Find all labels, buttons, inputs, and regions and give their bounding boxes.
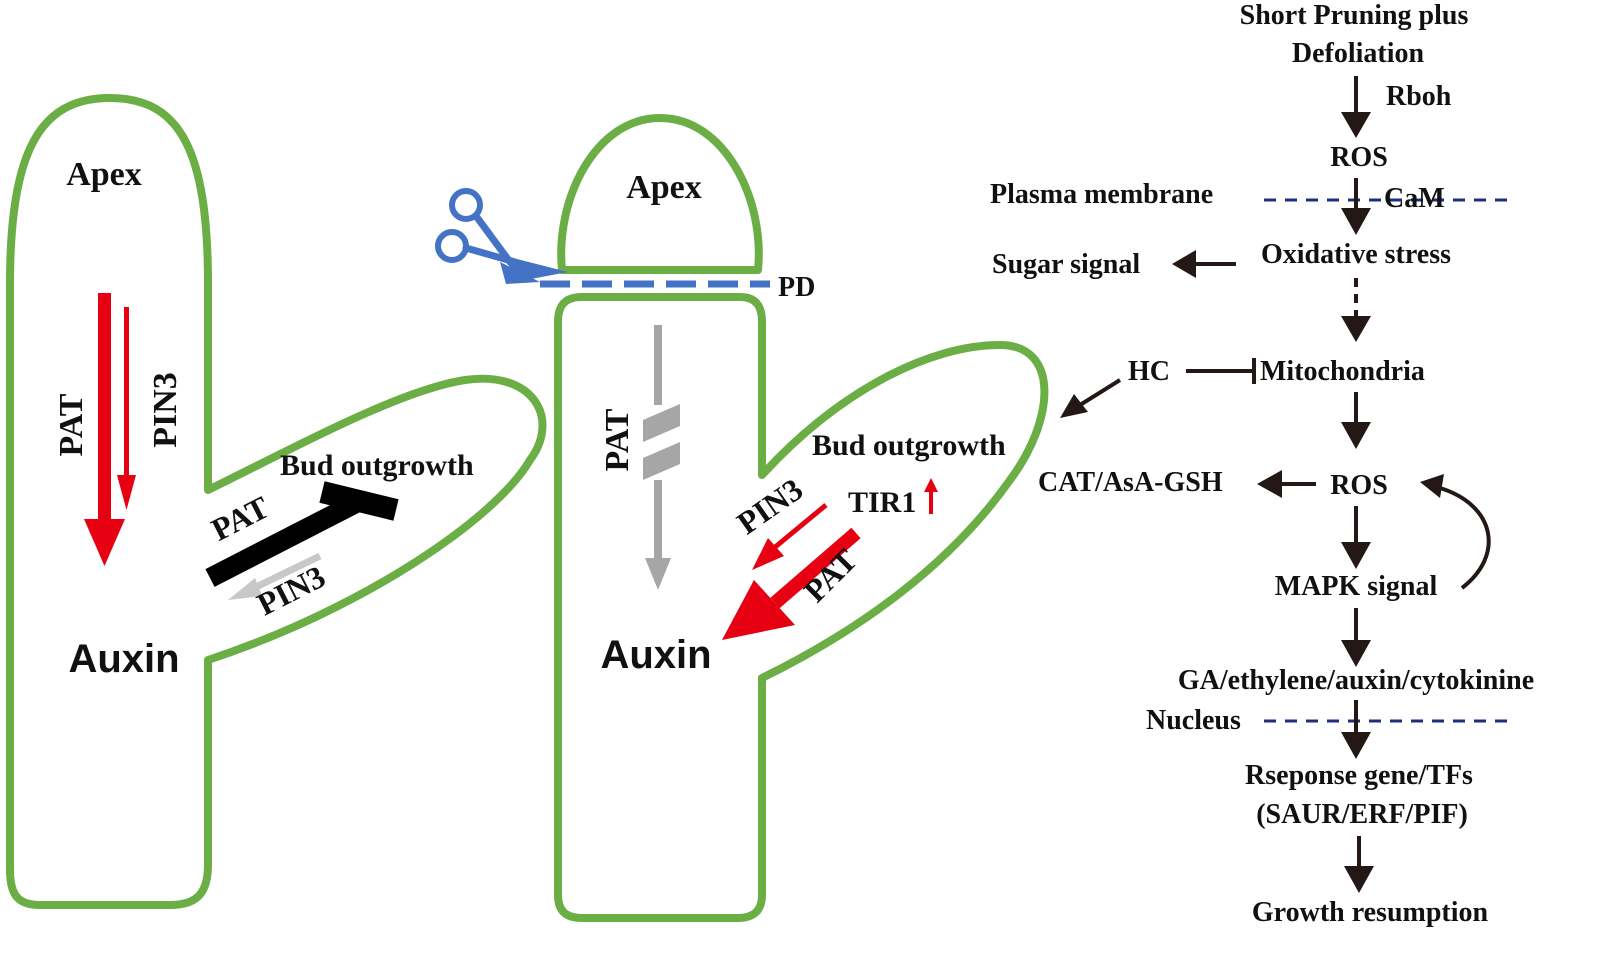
arrow-to-ros-1	[1341, 76, 1371, 138]
arrow-to-mapk	[1341, 506, 1371, 569]
pin3-gray-arrow	[228, 552, 322, 600]
arrow-to-sugar-signal	[1172, 250, 1236, 278]
ros-1-label: ROS	[1330, 142, 1388, 173]
sugar-signal-label: Sugar signal	[992, 249, 1140, 280]
tir1-up-arrow	[924, 478, 938, 514]
cam-label: CaM	[1384, 183, 1445, 214]
intact-shoot-outline	[6, 94, 547, 909]
bud-outgrowth-label: Bud outgrowth	[280, 449, 474, 482]
pat-label: PAT	[53, 393, 90, 456]
arrow-to-growth-resumption	[1344, 836, 1374, 893]
pin3-red-arrow	[752, 503, 828, 570]
nucleus-label: Nucleus	[1146, 705, 1241, 736]
arrow-to-ros-2	[1341, 392, 1371, 449]
hormones-label: GA/ethylene/auxin/cytokinine	[1178, 665, 1534, 696]
pat-bud-label: PAT	[797, 542, 864, 609]
removed-apex-label: Apex	[626, 169, 702, 206]
hc-label: HC	[1128, 356, 1170, 387]
scissors-icon	[435, 188, 568, 284]
ros-2-label: ROS	[1330, 470, 1388, 501]
arrow-to-response-genes	[1341, 700, 1371, 759]
auxin-label-2: Auxin	[600, 633, 711, 677]
removed-apex-outline	[557, 114, 763, 274]
cat-asa-gsh-label: CAT/AsA-GSH	[1038, 467, 1223, 498]
decapitated-shoot-outline	[554, 293, 1049, 922]
growth-resumption-label: Growth resumption	[1252, 897, 1489, 928]
pat-blocked-bar	[205, 481, 399, 587]
pathway-title-line1: Short Pruning plus	[1240, 0, 1469, 31]
mitochondria-label: Mitochondria	[1260, 356, 1425, 387]
arrow-to-hormones	[1341, 608, 1371, 667]
pat-broken-gray-arrow	[643, 325, 680, 590]
dashed-arrow-to-mitochondria	[1341, 278, 1371, 342]
pat-inactive-label: PAT	[599, 408, 636, 471]
oxidative-stress-label: Oxidative stress	[1261, 239, 1451, 270]
signaling-pathway: Short Pruning plus Defoliation Rboh ROS …	[990, 0, 1534, 928]
hc-inhibits-mitochondria	[1186, 358, 1256, 384]
hc-arrow-to-bud	[1060, 378, 1122, 418]
pd-label: PD	[778, 272, 815, 303]
pin3-label: PIN3	[147, 372, 184, 448]
rboh-label: Rboh	[1386, 81, 1452, 112]
response-genes-line1: Rseponse gene/TFs	[1245, 760, 1473, 791]
arrow-to-oxidative-stress	[1341, 178, 1371, 235]
decapitated-shoot-panel: Apex PD PAT Bud outgrowth	[435, 114, 1049, 922]
response-genes-line2: (SAUR/ERF/PIF)	[1256, 799, 1468, 830]
mapk-feedback-arrow	[1420, 474, 1491, 590]
mapk-signal-label: MAPK signal	[1275, 571, 1438, 602]
auxin-label: Auxin	[68, 637, 179, 681]
plasma-membrane-label: Plasma membrane	[990, 179, 1213, 210]
bud-pat-label: PAT	[205, 489, 274, 548]
apex-label: Apex	[66, 156, 142, 193]
arrow-to-cat-asa-gsh	[1257, 470, 1316, 498]
tir1-label: TIR1	[848, 486, 916, 519]
pin3-downward-arrow	[117, 307, 136, 510]
bud-outgrowth-label-2: Bud outgrowth	[812, 429, 1006, 462]
pathway-title-line2: Defoliation	[1292, 38, 1425, 69]
pat-red-arrow	[722, 527, 861, 640]
pat-downward-arrow	[84, 293, 125, 566]
